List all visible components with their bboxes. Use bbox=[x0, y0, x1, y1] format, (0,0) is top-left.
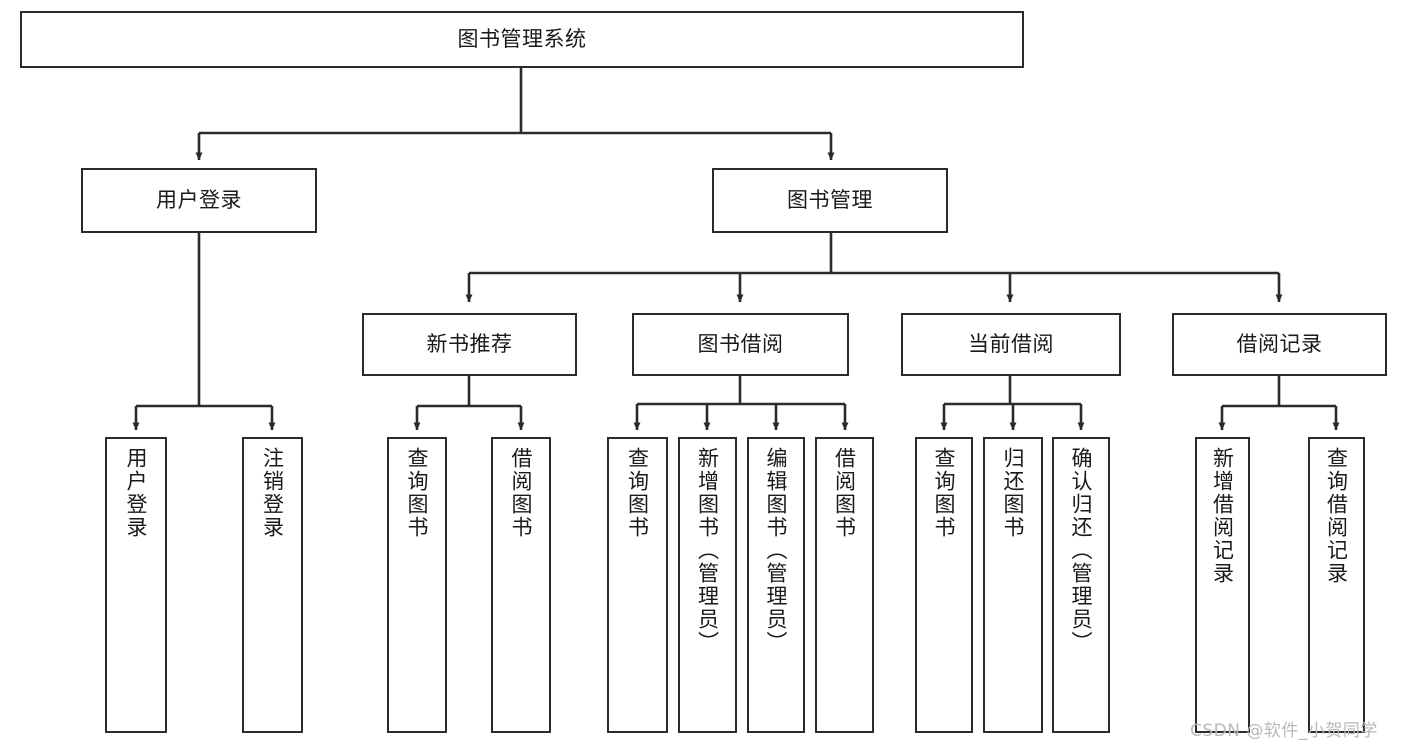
node-label: 新增借阅记录 bbox=[1210, 447, 1235, 585]
leaf-user-login[interactable]: 用户登录 bbox=[105, 437, 167, 733]
node-current-borrowing[interactable]: 当前借阅 bbox=[901, 313, 1121, 376]
node-label: 查询图书 bbox=[405, 447, 430, 539]
node-label: 确认归还（管理员） bbox=[1069, 447, 1094, 654]
leaf-confirm-return-admin[interactable]: 确认归还（管理员） bbox=[1052, 437, 1110, 733]
node-root-book-management-system[interactable]: 图书管理系统 bbox=[20, 11, 1024, 68]
node-label: 用户登录 bbox=[124, 447, 149, 539]
node-label: 借阅记录 bbox=[1236, 331, 1323, 356]
leaf-query-book-new-book[interactable]: 查询图书 bbox=[387, 437, 447, 733]
node-label: 图书借阅 bbox=[697, 331, 784, 356]
node-label: 借阅图书 bbox=[832, 447, 857, 539]
leaf-borrow-book-borrowing[interactable]: 借阅图书 bbox=[815, 437, 874, 733]
node-label: 编辑图书（管理员） bbox=[764, 447, 789, 654]
node-label: 查询图书 bbox=[625, 447, 650, 539]
leaf-logout[interactable]: 注销登录 bbox=[242, 437, 303, 733]
leaf-query-book-borrowing[interactable]: 查询图书 bbox=[607, 437, 668, 733]
node-label: 查询图书 bbox=[932, 447, 957, 539]
leaf-query-book-current[interactable]: 查询图书 bbox=[915, 437, 973, 733]
node-label: 注销登录 bbox=[260, 447, 285, 539]
leaf-return-book[interactable]: 归还图书 bbox=[983, 437, 1043, 733]
leaf-query-borrow-record[interactable]: 查询借阅记录 bbox=[1308, 437, 1365, 733]
node-label: 当前借阅 bbox=[968, 331, 1054, 356]
leaf-borrow-book-new-book[interactable]: 借阅图书 bbox=[491, 437, 551, 733]
csdn-watermark: CSDN @软件_小贺同学 bbox=[1190, 721, 1378, 741]
node-borrowing-records[interactable]: 借阅记录 bbox=[1172, 313, 1387, 376]
leaf-add-borrow-record[interactable]: 新增借阅记录 bbox=[1195, 437, 1250, 733]
node-label: 新书推荐 bbox=[426, 331, 513, 356]
node-book-borrowing[interactable]: 图书借阅 bbox=[632, 313, 849, 376]
node-label: 图书管理系统 bbox=[457, 26, 587, 51]
node-label: 用户登录 bbox=[156, 187, 242, 212]
node-label: 图书管理 bbox=[787, 187, 873, 212]
node-label: 借阅图书 bbox=[509, 447, 534, 539]
node-label: 归还图书 bbox=[1001, 447, 1026, 539]
node-new-book-recommendation[interactable]: 新书推荐 bbox=[362, 313, 577, 376]
node-label: 新增图书（管理员） bbox=[695, 447, 720, 654]
leaf-edit-book-admin[interactable]: 编辑图书（管理员） bbox=[747, 437, 805, 733]
node-user-login[interactable]: 用户登录 bbox=[81, 168, 317, 233]
node-label: 查询借阅记录 bbox=[1324, 447, 1349, 585]
leaf-add-book-admin[interactable]: 新增图书（管理员） bbox=[678, 437, 737, 733]
node-book-management[interactable]: 图书管理 bbox=[712, 168, 948, 233]
